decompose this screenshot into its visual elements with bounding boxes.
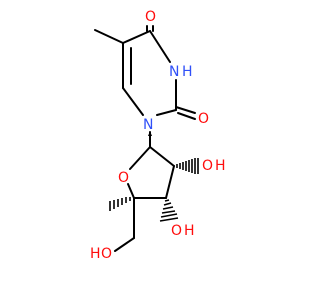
bond-oring-c1prime: [129, 146, 151, 170]
atom-n1: N: [143, 117, 153, 133]
hashed-c3prime-oh-6: [159, 217, 179, 222]
atom-o-c4: O: [145, 9, 156, 25]
hashed-c3prime-oh-5: [160, 213, 178, 218]
atom-o-5: O: [101, 246, 112, 262]
atom-h-5: H: [90, 246, 101, 262]
bond-n3-c4: [149, 30, 171, 63]
bond-c2-o: [175, 106, 196, 114]
atom-h-n3: H: [182, 64, 193, 80]
bond-c1prime-c2prime: [149, 146, 175, 167]
bond-c4prime-oring: [127, 183, 135, 199]
bond-c2-o-second: [177, 112, 196, 120]
atom-o-3: O: [202, 158, 213, 174]
hashed-c3prime-oh-2: [163, 202, 172, 206]
atom-n3: N: [169, 64, 179, 80]
atom-o-4: O: [171, 223, 182, 239]
hashed-c3prime-oh-1: [164, 199, 170, 202]
hashed-c3prime-oh-3: [162, 206, 174, 210]
atom-h-3: H: [215, 158, 226, 174]
atom-o-ring: O: [118, 170, 129, 186]
bond-n1-c2: [156, 109, 177, 116]
bond-c6-n1: [122, 87, 144, 116]
bond-c4-c5: [122, 30, 151, 44]
atom-h-4: H: [184, 223, 195, 239]
bond-ch2-o5: [114, 237, 135, 252]
bond-c2prime-c3prime: [165, 165, 175, 199]
structure-svg: O N H O N O O H O H H O: [90, 9, 226, 262]
molecule-diagram: O N H O N O O H O H H O: [90, 9, 226, 262]
hashed-c3prime-oh-4: [161, 210, 176, 214]
bond-c5-methyl: [94, 29, 124, 44]
atom-o-c2: O: [198, 111, 209, 127]
